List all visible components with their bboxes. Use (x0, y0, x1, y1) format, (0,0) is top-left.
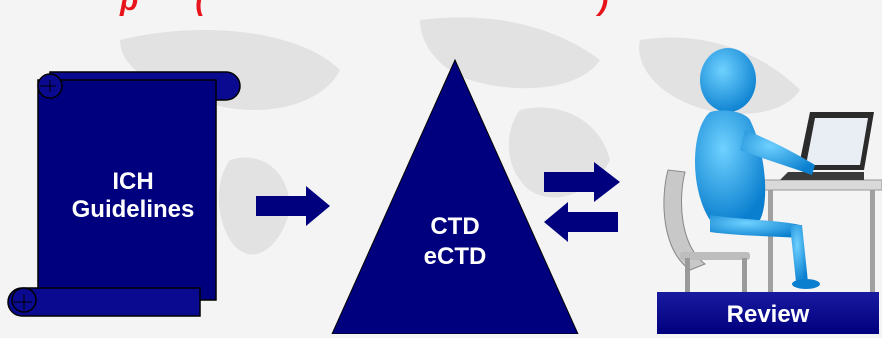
ich-label-line1: ICH (112, 168, 154, 195)
ctd-ectd-label: CTD eCTD (380, 212, 530, 272)
person-at-laptop-icon (663, 48, 882, 292)
review-label: Review (726, 301, 810, 328)
title-fragment: p ( ) (120, 0, 610, 17)
ich-label-line2: Guidelines (71, 195, 195, 223)
ctd-label-line1: CTD (430, 213, 480, 240)
ctd-label-line2: eCTD (423, 243, 487, 270)
review-label-box: Review (657, 292, 879, 334)
ich-guidelines-label: ICH Guidelines (44, 168, 222, 223)
